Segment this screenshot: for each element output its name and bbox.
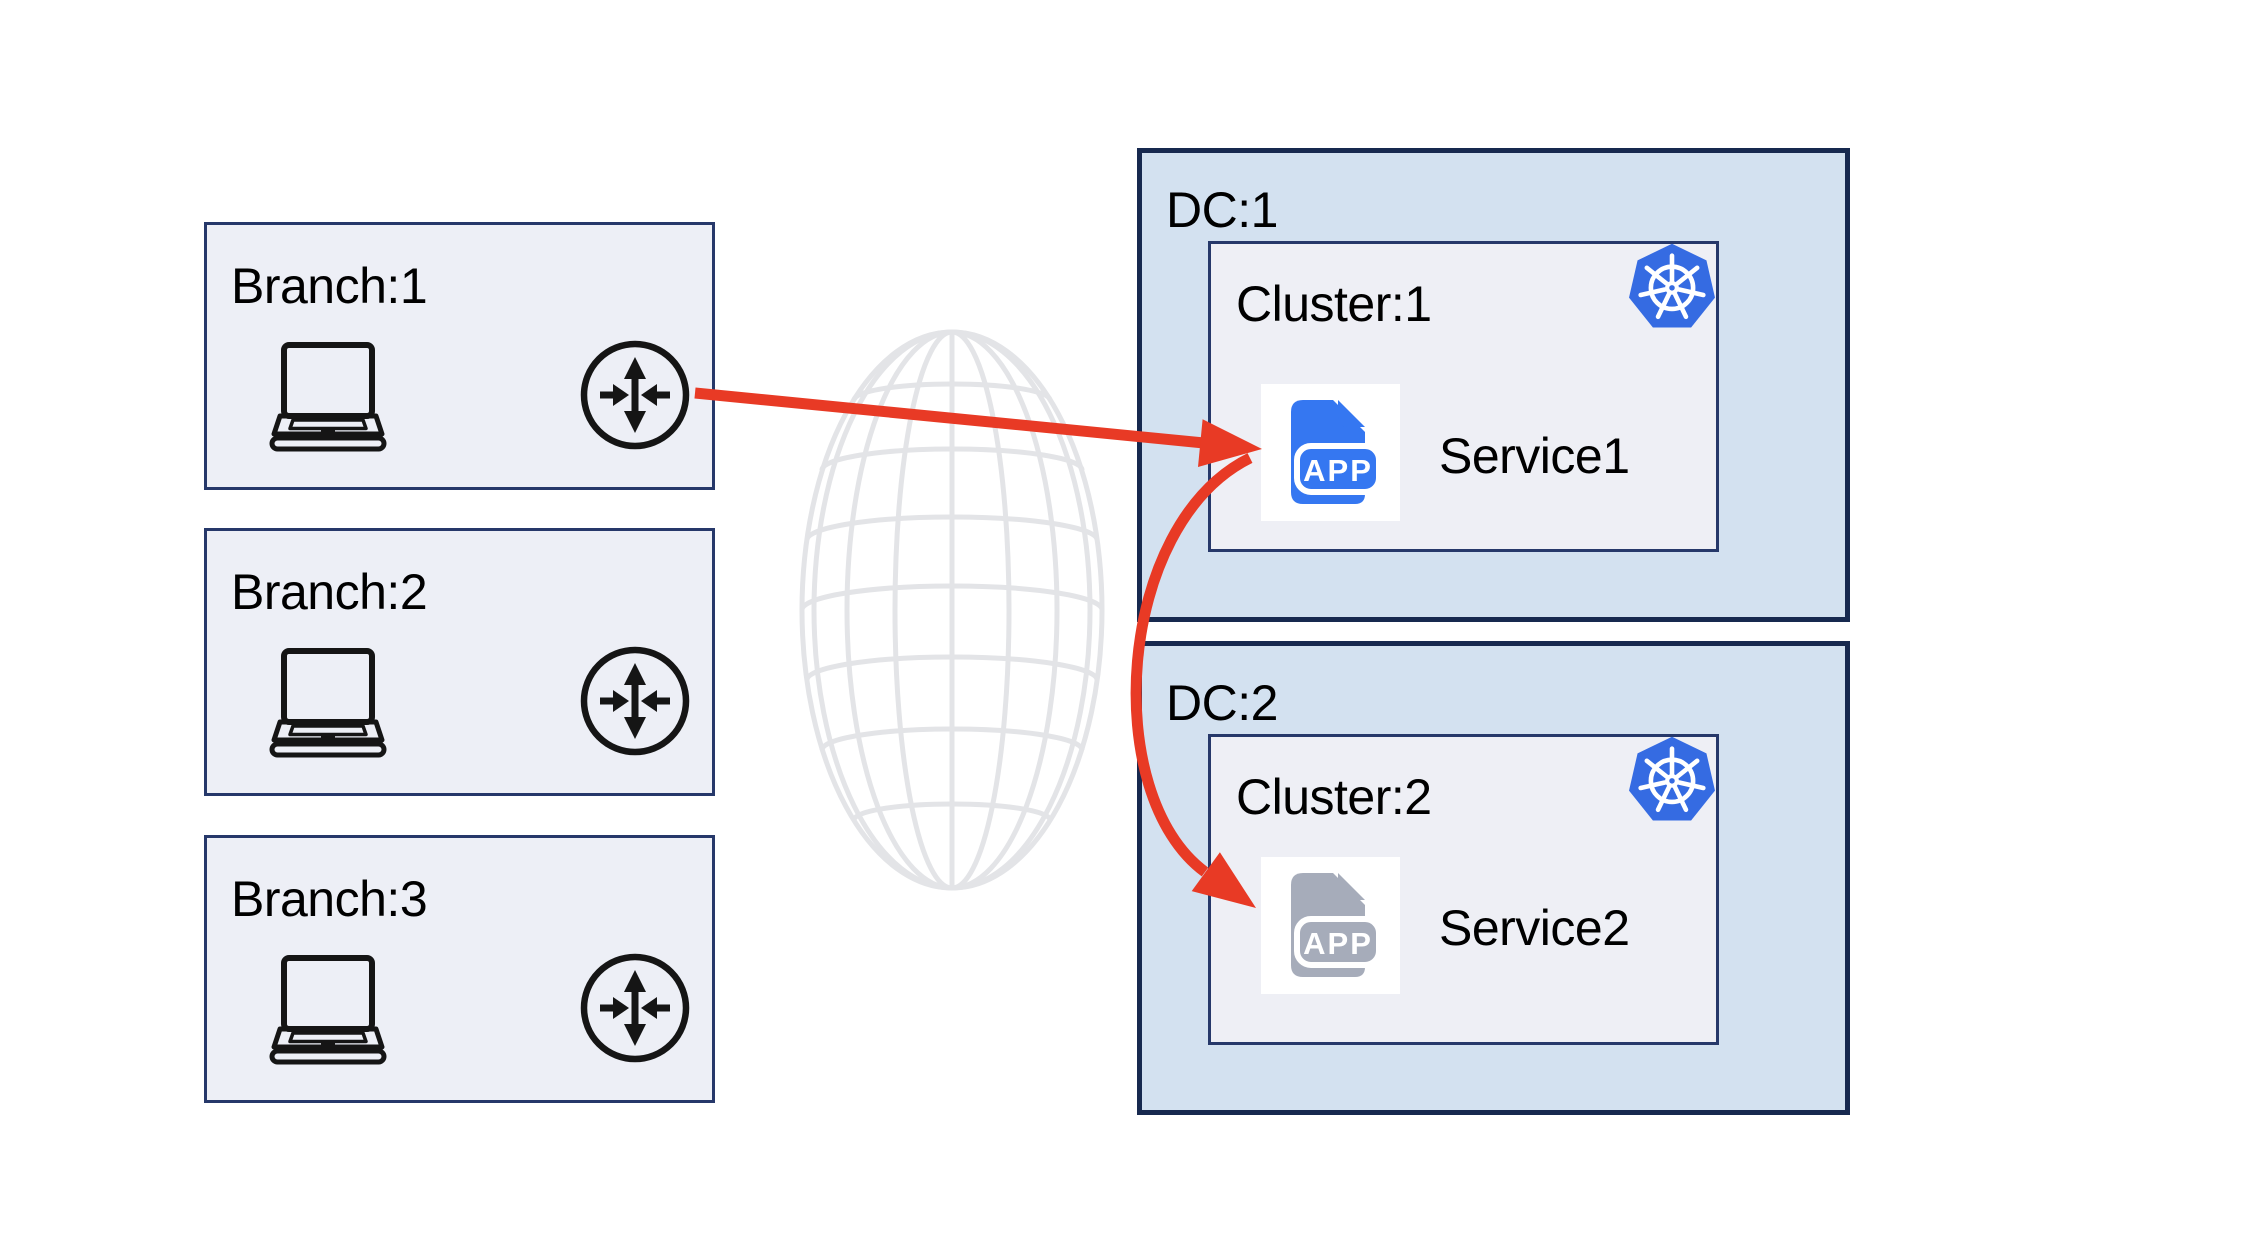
- service-1-app-tile: APP: [1261, 384, 1400, 521]
- dc-2-label: DC:2: [1166, 675, 1278, 731]
- branch-3-label: Branch:3: [231, 871, 428, 927]
- branch-3-box: Branch:3: [204, 835, 715, 1103]
- kubernetes-icon: [1626, 734, 1718, 824]
- app-file-icon: APP: [1261, 384, 1400, 521]
- router-icon: [578, 951, 692, 1065]
- internet-globe-icon: [799, 329, 1105, 891]
- branch-1-label: Branch:1: [231, 258, 428, 314]
- laptop-icon: [269, 954, 387, 1071]
- app-badge-text: APP: [1303, 926, 1373, 961]
- branch-2-box: Branch:2: [204, 528, 715, 796]
- cluster-1-label: Cluster:1: [1236, 276, 1432, 332]
- cluster-2-box: Cluster:2 APP Service2: [1208, 734, 1719, 1045]
- router-icon: [578, 338, 692, 452]
- service-2-label: Service2: [1439, 900, 1630, 956]
- cluster-1-box: Cluster:1 APP Service1: [1208, 241, 1719, 552]
- app-file-icon: APP: [1261, 857, 1400, 994]
- app-badge-text: APP: [1303, 453, 1373, 488]
- cluster-2-label: Cluster:2: [1236, 769, 1432, 825]
- dc-2-box: DC:2 Cluster:2 APP Service2: [1137, 641, 1850, 1115]
- service-2-app-tile: APP: [1261, 857, 1400, 994]
- branch-2-label: Branch:2: [231, 564, 428, 620]
- laptop-icon: [269, 341, 387, 458]
- service-1-label: Service1: [1439, 428, 1630, 484]
- router-icon: [578, 644, 692, 758]
- kubernetes-icon: [1626, 241, 1718, 331]
- branch-1-box: Branch:1: [204, 222, 715, 490]
- dc-1-box: DC:1 Cluster:1 APP Service1: [1137, 148, 1850, 622]
- dc-1-label: DC:1: [1166, 182, 1278, 238]
- laptop-icon: [269, 647, 387, 764]
